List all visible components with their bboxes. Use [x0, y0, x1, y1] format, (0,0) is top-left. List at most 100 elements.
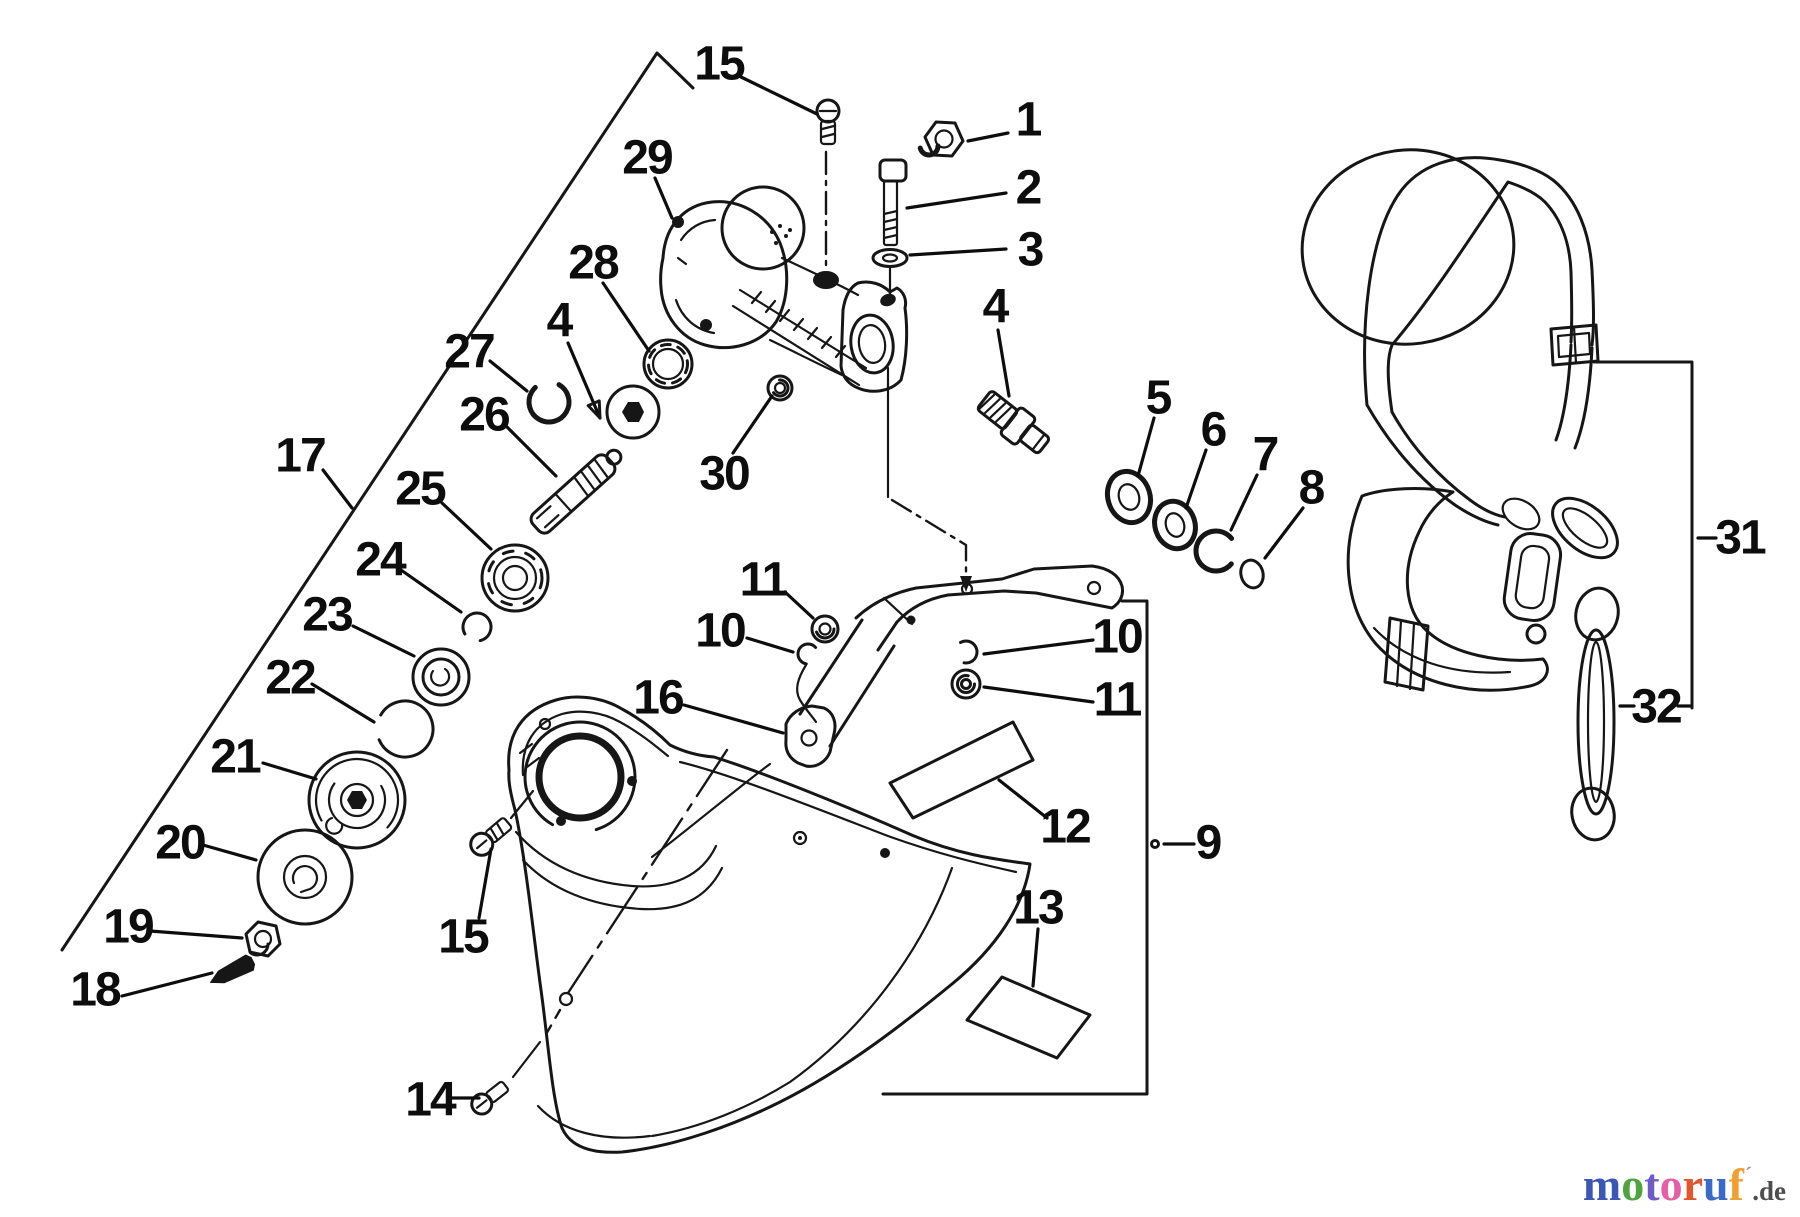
part-number-label: 2 — [1016, 162, 1041, 215]
ring-24 — [461, 611, 493, 643]
bearing-28 — [642, 338, 694, 390]
part-number-label: 28 — [568, 237, 619, 290]
watermark-letter: o — [1659, 1159, 1683, 1210]
part-number-label: 1 — [1016, 94, 1042, 147]
pin-18 — [209, 954, 256, 984]
callout-7: 7 — [1229, 429, 1280, 532]
part-number-label: 4 — [547, 295, 574, 348]
group-bracket-9 — [881, 599, 1149, 1096]
leader-arrowhead — [586, 399, 602, 420]
part-number-label: 12 — [1040, 801, 1090, 854]
nut-19 — [244, 920, 282, 958]
part-number-label: 27 — [444, 326, 494, 379]
leader-dot — [1150, 839, 1160, 849]
callout-4b: 4 — [983, 281, 1012, 398]
callout-30: 30 — [699, 394, 774, 501]
callout-5: 5 — [1136, 372, 1174, 478]
part-number-label: 30 — [699, 448, 749, 501]
hanger-link-32 — [1570, 586, 1620, 842]
leader-line — [905, 191, 1008, 210]
part-number-label: 5 — [1146, 372, 1172, 425]
callout-9: 9 — [1150, 817, 1223, 870]
callout-23: 23 — [302, 589, 416, 658]
bearing-23 — [411, 647, 471, 707]
part-number-label: 21 — [210, 731, 261, 784]
callout-4a: 4 — [547, 295, 602, 420]
locknut-1 — [917, 120, 965, 158]
callout-2: 2 — [905, 162, 1043, 215]
leader-line — [440, 501, 493, 551]
part-number-label: 7 — [1253, 429, 1278, 482]
part-number-label: 8 — [1299, 462, 1325, 515]
washer-4-left — [605, 384, 661, 440]
leader-line — [488, 359, 529, 393]
callout-26: 26 — [459, 389, 558, 478]
leader-line — [908, 247, 1008, 257]
part-number-label: 19 — [103, 901, 153, 954]
decal-plate-12 — [888, 720, 1035, 820]
part-number-label: 11 — [740, 554, 788, 607]
part-number-label: 18 — [70, 964, 121, 1017]
leader-line — [982, 638, 1095, 656]
nut-30 — [766, 374, 794, 402]
washer-3 — [871, 248, 909, 268]
leader-line — [477, 847, 493, 920]
callout-21: 21 — [210, 731, 318, 784]
leader-line — [783, 590, 815, 620]
decal-plate-13 — [965, 975, 1092, 1060]
part-number-label: 11 — [1094, 674, 1142, 727]
callout-8: 8 — [1263, 462, 1327, 560]
watermark-letter: o — [1621, 1159, 1645, 1210]
leader-line — [201, 843, 258, 862]
debris-shield — [507, 695, 1032, 1154]
leader-line — [982, 685, 1095, 704]
callout-3: 3 — [908, 224, 1045, 277]
spline-shaft-26 — [529, 448, 623, 535]
flange-washer-20 — [256, 828, 354, 926]
callout-10a: 10 — [695, 605, 795, 658]
part-number-label: 26 — [459, 389, 509, 442]
callout-14: 14 — [405, 1074, 481, 1127]
callout-15b: 15 — [438, 847, 493, 964]
callout-31: 31 — [1696, 512, 1768, 565]
part-number-label: 22 — [265, 652, 315, 705]
callout-29: 29 — [622, 132, 674, 220]
part-number-label: 16 — [633, 672, 683, 725]
callout-20: 20 — [155, 817, 258, 870]
part-number-label: 3 — [1018, 224, 1043, 277]
leader-line — [739, 75, 819, 116]
callout-28: 28 — [568, 237, 651, 353]
leader-line — [148, 929, 244, 940]
gearhead-housing — [659, 185, 909, 393]
callout-12: 12 — [997, 778, 1092, 854]
leader-line — [351, 624, 416, 658]
part-number-label: 4 — [983, 281, 1010, 334]
clip-10-left — [796, 642, 820, 724]
part-number-label: 32 — [1631, 681, 1681, 734]
o-ring-8 — [1239, 558, 1265, 590]
callout-11b: 11 — [982, 674, 1144, 727]
leader-line — [966, 131, 1010, 143]
watermark-letter: m — [1582, 1159, 1622, 1210]
part-number-label: 23 — [302, 589, 352, 642]
watermark-letter: t — [1644, 1159, 1660, 1210]
part-number-label: 9 — [1196, 817, 1221, 870]
leader-line — [997, 778, 1049, 820]
callout-16: 16 — [633, 672, 785, 735]
part-number-label: 10 — [695, 605, 745, 658]
nut-11-left — [810, 614, 840, 644]
leader-line — [1229, 473, 1259, 532]
shoulder-harness-31 — [1300, 148, 1694, 710]
part-number-label: 31 — [1715, 512, 1766, 565]
callout-24: 24 — [355, 534, 463, 614]
part-number-label: 15 — [694, 38, 745, 91]
watermark-wordmark: motoruf — [1583, 1159, 1744, 1210]
part-number-label: 10 — [1092, 611, 1142, 664]
callout-25: 25 — [395, 463, 493, 551]
watermark-trademark-tick: ´ — [1744, 1162, 1753, 1187]
leader-line — [310, 682, 376, 724]
leader-line — [1184, 448, 1208, 510]
